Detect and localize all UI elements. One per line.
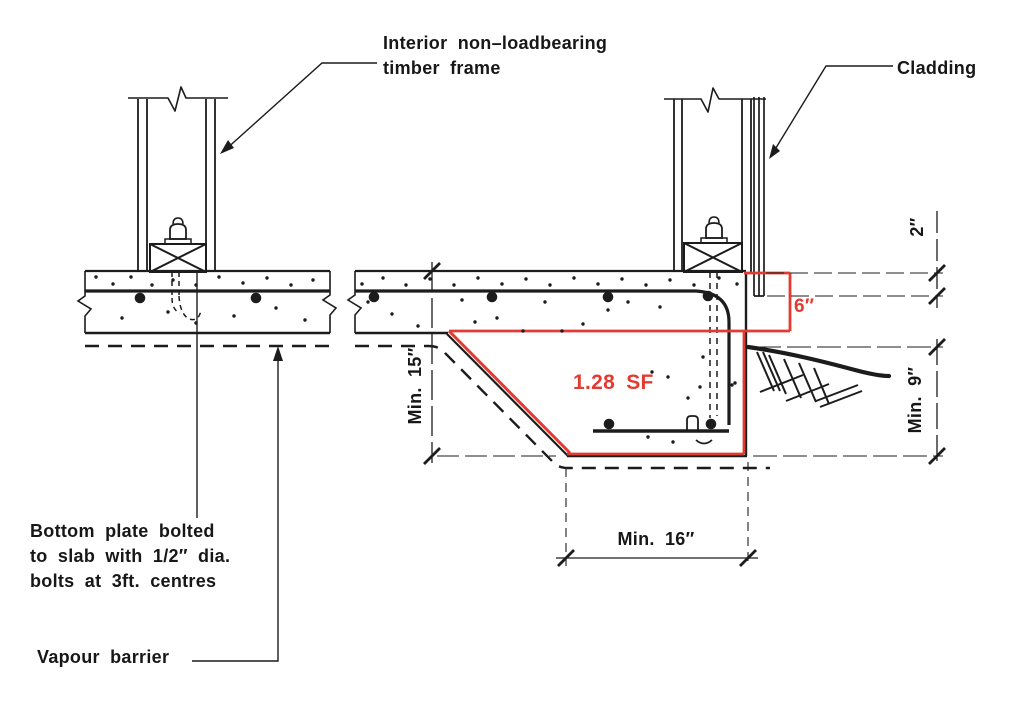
edge-rebar: [355, 289, 731, 425]
arrowhead: [220, 140, 234, 154]
bottom-plate-label: Bottom plate bolted to slab with 1/2″ di…: [30, 521, 231, 592]
dim-min9-label: Min. 9″: [905, 366, 925, 434]
vapour-barrier-leader: [192, 354, 279, 662]
dim-min16-label: Min. 16″: [617, 529, 695, 549]
rebar-section-dots: [134, 290, 717, 430]
dimension-2in: [766, 211, 946, 308]
area-label: 1.28 SF: [573, 371, 654, 394]
dimension-min16: [556, 462, 758, 567]
floor-slab: [76, 269, 746, 335]
leader-lines: [192, 62, 893, 662]
dimension-min9: [753, 338, 946, 465]
break-edge: [321, 271, 338, 333]
arrowhead: [273, 346, 283, 361]
bottom-plate-section: [149, 243, 207, 273]
cladding-panel: [753, 97, 765, 297]
break-edge: [346, 271, 363, 333]
dim-2in-label: 2″: [907, 217, 927, 237]
timber-frame-label: Interior non–loadbearing timber frame: [383, 33, 608, 79]
timber-frame-leader: [223, 62, 377, 152]
bolt-hook: [686, 415, 699, 431]
break-edge: [76, 271, 93, 333]
six-inch-bracket: [744, 271, 792, 331]
arrowhead: [769, 144, 780, 159]
thickened-edge-footing: [355, 272, 748, 458]
dim-6in-label: 6″: [794, 296, 815, 317]
cladding-label: Cladding: [897, 58, 977, 78]
anchor-bolt: [164, 217, 202, 321]
vapour-barrier-line: [85, 344, 770, 470]
soil-hatch: [756, 351, 863, 408]
left-timber-frame: [128, 86, 228, 321]
anchor-bolt: [700, 216, 728, 418]
highlight-region: [447, 271, 792, 456]
cladding-leader: [770, 65, 893, 157]
ground-line: [745, 344, 892, 408]
concrete-stipple-dots: [94, 275, 739, 444]
dim-min15-label: Min. 15″: [405, 347, 425, 425]
dimension-min15: [423, 262, 556, 465]
vapour-barrier-label: Vapour barrier: [37, 647, 170, 667]
break-symbol: [664, 87, 766, 113]
right-timber-frame: [664, 87, 766, 418]
break-symbol: [128, 86, 228, 112]
bottom-plate-section: [683, 242, 743, 273]
